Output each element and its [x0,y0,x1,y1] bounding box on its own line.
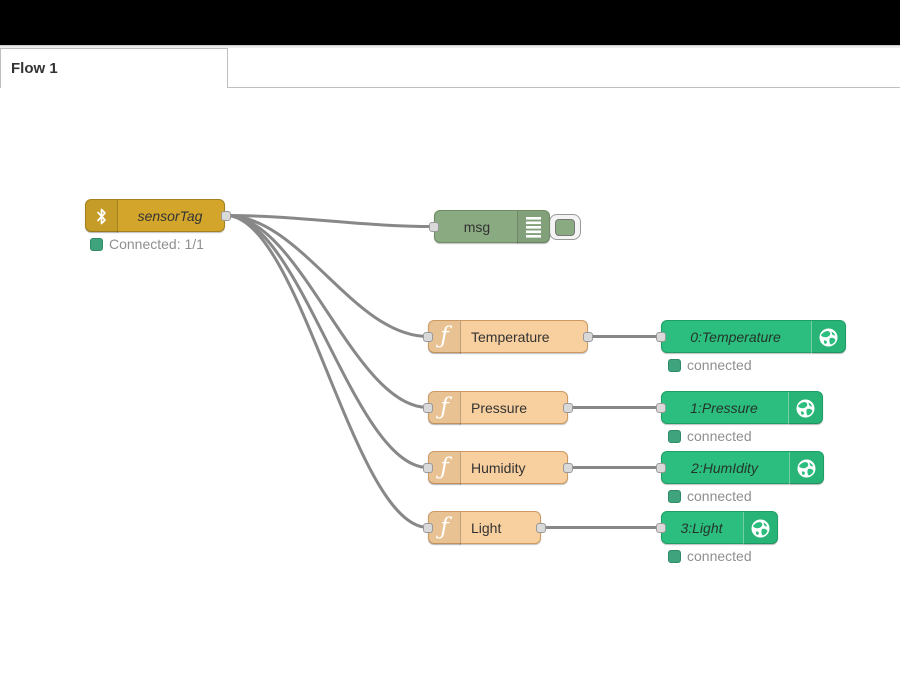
tabbar-bottom-border [228,87,900,88]
port-light-in[interactable] [423,522,433,533]
node-ws-humidity[interactable]: 2:HumIdity [661,451,824,485]
node-function-pressure-label: Pressure [471,399,528,416]
port-ws-temperature-in[interactable] [656,331,666,342]
node-debug-msg[interactable]: msg [434,210,550,244]
status-dot [668,358,681,372]
port-light-out[interactable] [536,522,546,533]
function-f-icon: ƒ [429,512,461,545]
port-ws-light-in[interactable] [656,522,666,533]
function-f-icon: ƒ [429,321,461,354]
status-text: connected [687,548,752,564]
status-ws-pressure: connected [668,428,752,444]
status-ws-light: connected [668,548,752,564]
node-ws-temperature-label: 0:Temperature [690,328,781,345]
port-humidity-in[interactable] [423,462,433,473]
status-dot [668,429,681,443]
port-pressure-out[interactable] [563,402,573,413]
port-sensortag-out[interactable] [221,210,231,221]
status-dot [90,237,103,251]
status-text: connected [687,428,752,444]
node-debug-label: msg [463,218,491,235]
status-text: connected [687,357,752,373]
node-sensortag-label: sensorTag [137,207,203,224]
tab-flow-1[interactable]: Flow 1 [0,48,228,88]
function-f-icon: ƒ [429,452,461,485]
bluetooth-icon [86,200,118,233]
wire-sensortag-to-humidity[interactable] [224,214,430,469]
node-function-pressure[interactable]: ƒ Pressure [428,391,568,425]
node-ws-light[interactable]: 3:Light [661,511,778,545]
port-temperature-in[interactable] [423,331,433,342]
port-humidity-out[interactable] [563,462,573,473]
wire-sensortag-to-light[interactable] [224,214,430,529]
node-ws-pressure-label: 1:Pressure [690,399,758,416]
node-sensortag[interactable]: sensorTag [85,199,225,233]
status-dot [668,489,681,503]
port-ws-humidity-in[interactable] [656,462,666,473]
globe-icon [789,452,823,485]
node-function-light[interactable]: ƒ Light [428,511,541,545]
globe-icon [743,512,777,545]
debug-list-icon [517,211,549,244]
tab-flow-1-label: Flow 1 [11,60,58,77]
debug-toggle-indicator [555,218,575,236]
node-ws-pressure[interactable]: 1:Pressure [661,391,823,425]
globe-icon [788,392,822,425]
node-function-light-label: Light [471,519,502,536]
node-function-humidity[interactable]: ƒ Humidity [428,451,568,485]
wire-sensortag-to-msg[interactable] [224,214,436,228]
status-sensortag: Connected: 1/1 [90,236,204,252]
port-pressure-in[interactable] [423,402,433,413]
header-divider [0,45,900,48]
node-ws-temperature[interactable]: 0:Temperature [661,320,846,354]
node-function-temperature[interactable]: ƒ Temperature [428,320,588,354]
debug-toggle-button[interactable] [549,214,581,240]
status-ws-humidity: connected [668,488,752,504]
globe-icon [811,321,845,354]
status-dot [668,549,681,563]
port-ws-pressure-in[interactable] [656,402,666,413]
node-ws-light-label: 3:Light [680,519,723,536]
status-text: connected [687,488,752,504]
function-f-icon: ƒ [429,392,461,425]
node-function-humidity-label: Humidity [471,459,526,476]
node-function-temperature-label: Temperature [471,328,550,345]
wire-sensortag-to-pressure[interactable] [224,214,430,409]
wire-sensortag-to-temperature[interactable] [224,214,430,338]
port-temperature-out[interactable] [583,331,593,342]
status-ws-temperature: connected [668,357,752,373]
port-debug-in[interactable] [429,221,439,232]
node-ws-humidity-label: 2:HumIdity [691,459,758,476]
top-header-bar [0,0,900,45]
status-text: Connected: 1/1 [109,236,204,252]
